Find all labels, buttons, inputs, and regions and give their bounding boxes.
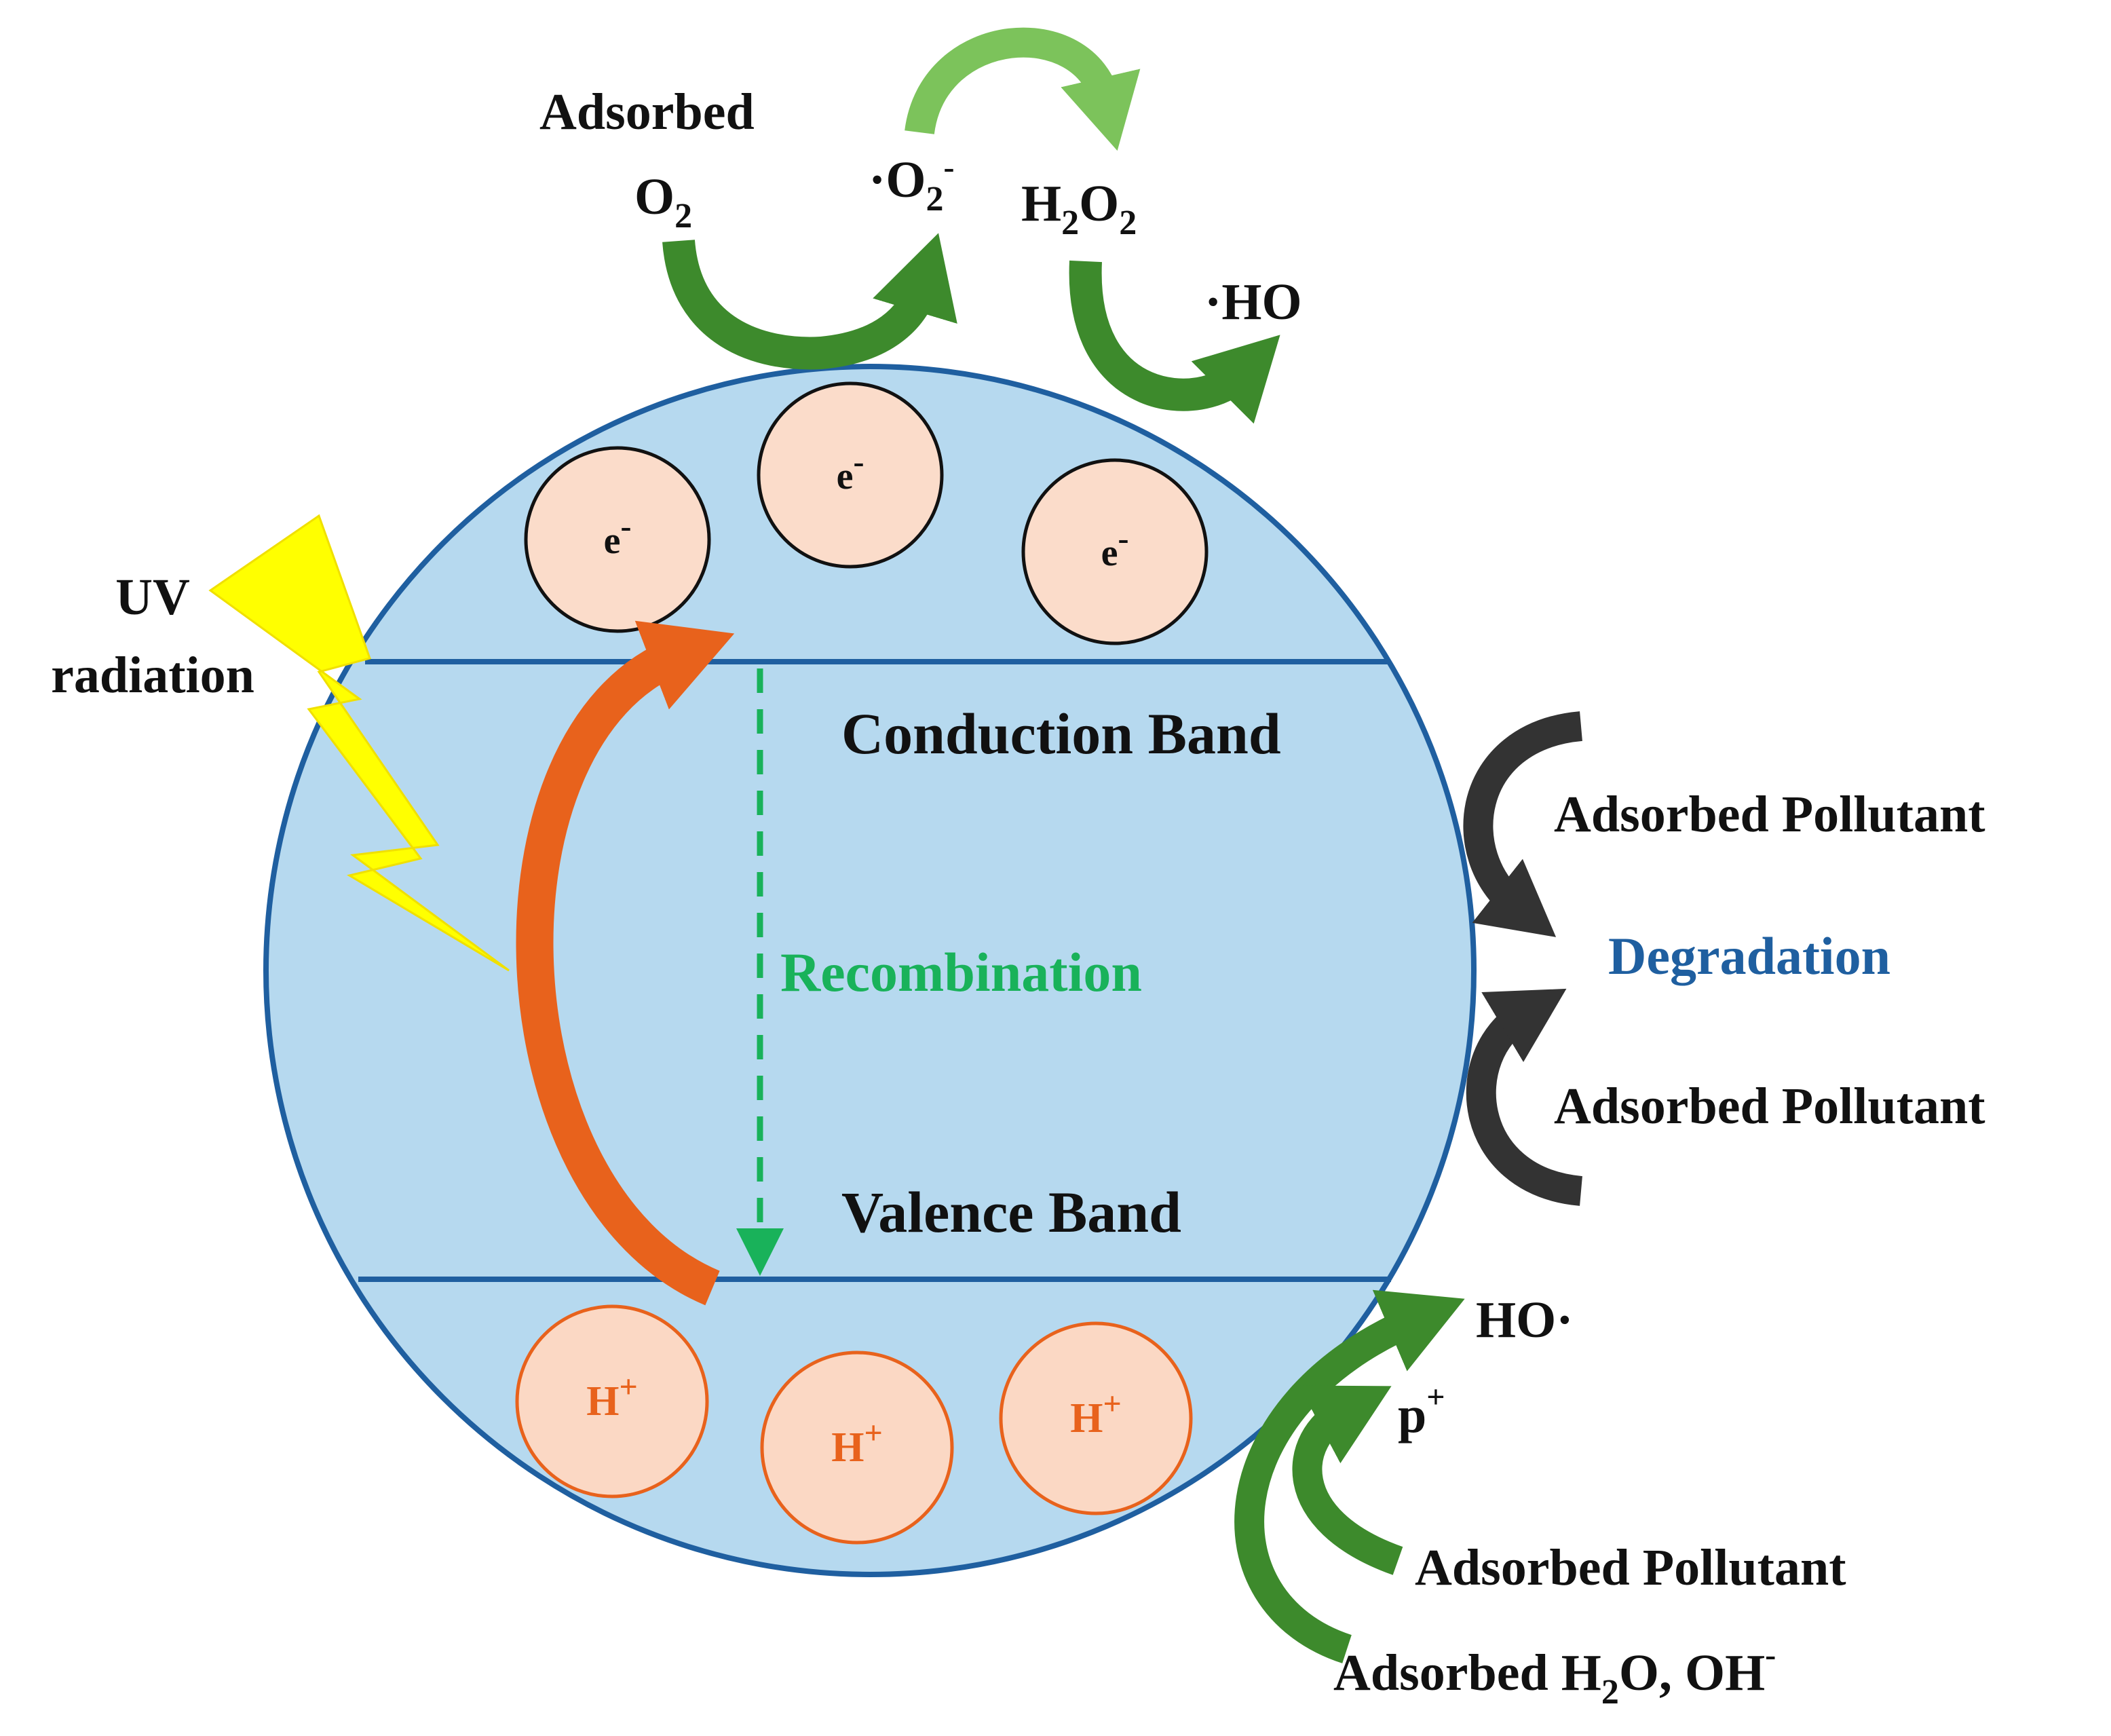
superoxide-label: ·O2- — [869, 149, 954, 219]
degradation-label: Degradation — [1608, 926, 1890, 985]
svg-text:e-: e- — [604, 508, 632, 562]
uv-bolt-icon — [208, 514, 510, 972]
h2o2-label: H2O2 — [1021, 175, 1137, 242]
adsorbed-label: Adsorbed — [539, 83, 755, 140]
o2-label: O2 — [634, 168, 692, 235]
electron-1: e- — [524, 446, 711, 633]
o2-to-superoxide-arrow — [662, 233, 957, 370]
hole-1: H+ — [515, 1304, 709, 1498]
recombination-label: Recombination — [780, 941, 1142, 1003]
h2o2-to-hydroxyl-arrow — [1069, 260, 1280, 424]
hydroxyl-top-label: ·HO — [1204, 273, 1302, 331]
svg-text:H+: H+ — [586, 1369, 638, 1424]
electron-2: e- — [757, 381, 944, 569]
radiation-label: radiation — [51, 647, 254, 704]
superoxide-to-h2o2-arrow — [905, 27, 1141, 151]
hole-3: H+ — [999, 1321, 1193, 1515]
water-to-hydroxyl-arrow — [1234, 1289, 1465, 1663]
pollutant-1-arrow — [1463, 711, 1583, 937]
adsorbed-pollutant-label-3: Adsorbed Pollutant — [1415, 1539, 1846, 1596]
pollutant-2-arrow — [1466, 988, 1583, 1206]
adsorbed-water-label: Adsorbed H2O, OH- — [1333, 1637, 1776, 1712]
svg-text:H+: H+ — [831, 1415, 883, 1471]
adsorbed-pollutant-label-1: Adsorbed Pollutant — [1554, 786, 1985, 843]
electron-3: e- — [1021, 458, 1209, 645]
pollutant-to-hole-arrow — [1292, 1385, 1403, 1575]
excitation-arrow — [516, 620, 735, 1306]
svg-text:e-: e- — [1101, 521, 1129, 574]
hole-2: H+ — [760, 1351, 954, 1545]
valence-band-label: Valence Band — [841, 1180, 1181, 1245]
hole-p-label: p+ — [1398, 1379, 1445, 1443]
svg-text:H+: H+ — [1070, 1386, 1122, 1441]
conduction-band-label: Conduction Band — [841, 701, 1281, 766]
svg-text:e-: e- — [837, 444, 864, 497]
hydroxyl-bottom-label: HO· — [1476, 1291, 1574, 1348]
adsorbed-pollutant-label-2: Adsorbed Pollutant — [1554, 1078, 1985, 1135]
uv-label: UV — [115, 569, 190, 626]
particle — [263, 364, 1477, 1577]
